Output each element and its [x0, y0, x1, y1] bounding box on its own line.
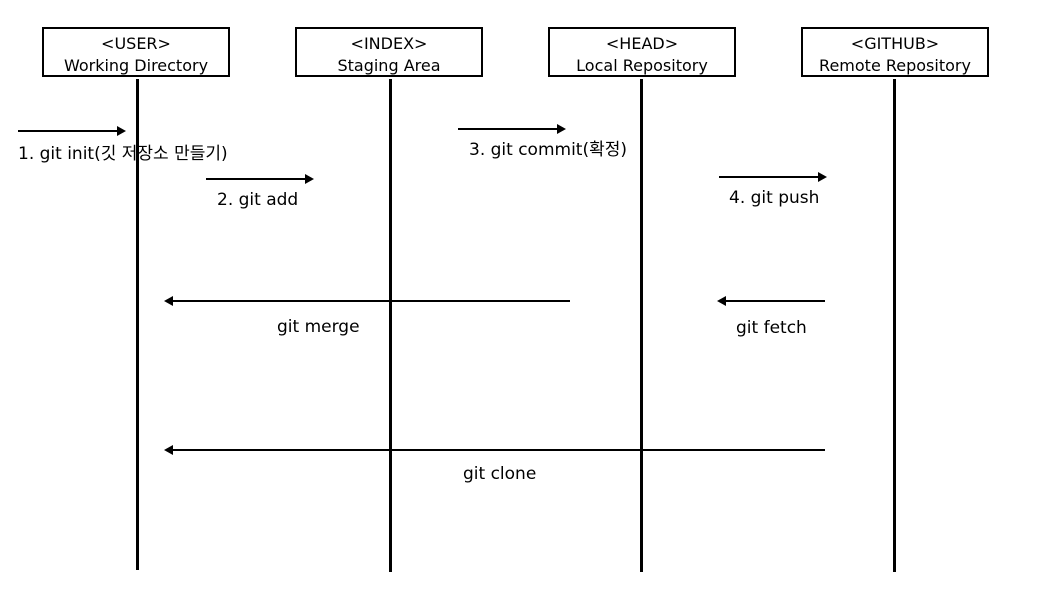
arrow-clone	[164, 445, 825, 455]
arrow-push	[719, 172, 827, 182]
participant-github-box: <GITHUB> Remote Repository	[801, 27, 989, 77]
participant-head-box: <HEAD> Local Repository	[548, 27, 736, 77]
participant-user-tag: <USER>	[101, 34, 171, 53]
label-add: 2. git add	[217, 190, 299, 210]
arrow-merge	[164, 296, 570, 306]
participant-index-name: Staging Area	[337, 56, 441, 75]
label-clone: git clone	[463, 464, 537, 484]
participant-user-box: <USER> Working Directory	[42, 27, 230, 77]
arrow-init	[18, 126, 126, 136]
arrow-fetch	[717, 296, 825, 306]
participant-github-tag: <GITHUB>	[850, 34, 940, 53]
arrow-commit	[458, 124, 566, 134]
lifeline-index	[389, 79, 392, 572]
label-commit: 3. git commit(확정)	[469, 140, 628, 160]
participant-head-name: Local Repository	[576, 56, 708, 75]
label-fetch: git fetch	[736, 318, 807, 338]
participant-index-box: <INDEX> Staging Area	[295, 27, 483, 77]
label-merge: git merge	[277, 317, 360, 337]
label-push: 4. git push	[729, 188, 820, 208]
lifeline-user	[136, 79, 139, 570]
lifeline-head	[640, 79, 643, 572]
arrow-add	[206, 174, 314, 184]
lifeline-github	[893, 79, 896, 572]
participant-index-tag: <INDEX>	[350, 34, 428, 53]
label-init: 1. git init(깃 저장소 만들기)	[18, 144, 228, 164]
participant-head-tag: <HEAD>	[605, 34, 679, 53]
participant-user-name: Working Directory	[63, 56, 209, 75]
participant-github-name: Remote Repository	[819, 56, 971, 75]
